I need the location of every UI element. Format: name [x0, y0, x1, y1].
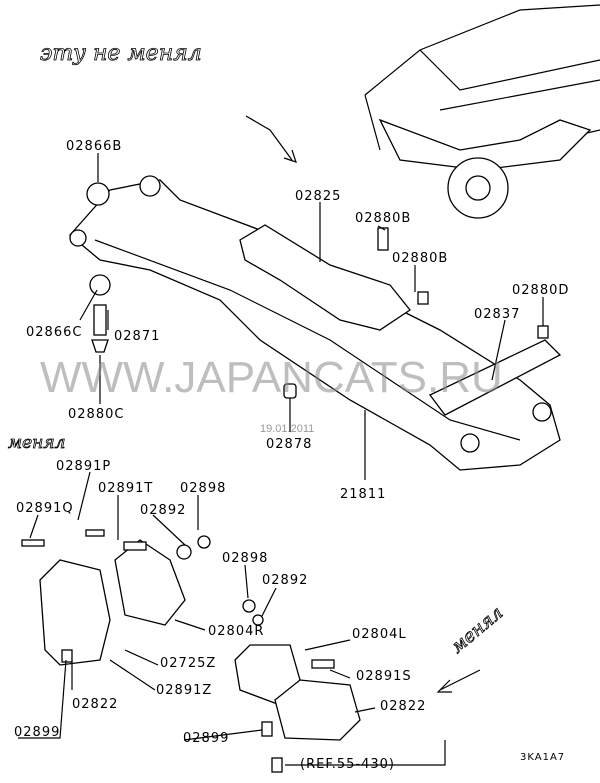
part-label[interactable]: 02725Z — [160, 656, 216, 671]
part-label[interactable]: 02891T — [98, 481, 153, 496]
part-label[interactable]: 21811 — [340, 487, 386, 502]
bracket-02825 — [239, 224, 411, 331]
part-label[interactable]: 02822 — [380, 699, 426, 714]
watermark: WWW.JAPANCATS.RU — [40, 353, 503, 402]
spacer-02871 — [93, 304, 107, 336]
part-label[interactable]: 02892 — [140, 503, 186, 518]
part-label[interactable]: 02866C — [26, 325, 82, 340]
part-label[interactable]: 02898 — [222, 551, 268, 566]
part-label[interactable]: 02866B — [66, 139, 122, 154]
part-label[interactable]: 02891Q — [16, 501, 74, 516]
handwritten-arrow-right — [436, 669, 481, 693]
part-label[interactable]: 02891P — [56, 459, 111, 474]
bolt-02880D — [537, 325, 549, 339]
part-label[interactable]: 02878 — [266, 437, 312, 452]
part-label[interactable]: 02825 — [295, 189, 341, 204]
bushing-02866C — [89, 274, 111, 296]
part-label[interactable]: 02892 — [262, 573, 308, 588]
bracket-02804R — [114, 539, 186, 626]
handwritten-note-right: менял — [447, 602, 507, 657]
part-label[interactable]: 02804L — [352, 627, 407, 642]
handwritten-arrow-top — [245, 115, 297, 163]
part-label[interactable]: 02804R — [208, 624, 264, 639]
bolt-02880B — [377, 227, 389, 251]
insulator-02822 — [274, 679, 361, 741]
part-label[interactable]: 02891S — [356, 669, 412, 684]
handwritten-note-left: менял — [8, 433, 65, 453]
bracket-02837 — [429, 339, 562, 416]
part-label[interactable]: 02898 — [180, 481, 226, 496]
part-label[interactable]: 02899 — [183, 731, 229, 746]
bolt-02880B-2 — [417, 291, 429, 305]
part-label[interactable]: 02899 — [14, 725, 60, 740]
car-illustration — [364, 4, 600, 219]
mount-bracket-left — [39, 559, 111, 666]
part-label[interactable]: 02880D — [512, 283, 569, 298]
part-labels: 02866B 02825 02880B 02880B 02880D 02866C… — [14, 139, 569, 746]
part-label[interactable]: 02891Z — [156, 683, 212, 698]
bolt-02880C — [91, 339, 109, 353]
part-label[interactable]: 02880C — [68, 407, 124, 422]
bushing-02866B — [86, 182, 110, 206]
part-label[interactable]: 02837 — [474, 307, 520, 322]
part-label[interactable]: 02871 — [114, 329, 160, 344]
date-stamp: 19.01.2011 — [260, 423, 314, 435]
part-label[interactable]: 02822 — [72, 697, 118, 712]
reference-label[interactable]: (REF.55-430) — [300, 757, 395, 772]
crossmember-21811 — [69, 175, 561, 471]
part-label[interactable]: 02880B — [392, 251, 448, 266]
handwritten-note-top: эту не менял — [40, 41, 202, 66]
part-label[interactable]: 02880B — [355, 211, 411, 226]
diagram-code: 3KA1A7 — [520, 752, 565, 763]
